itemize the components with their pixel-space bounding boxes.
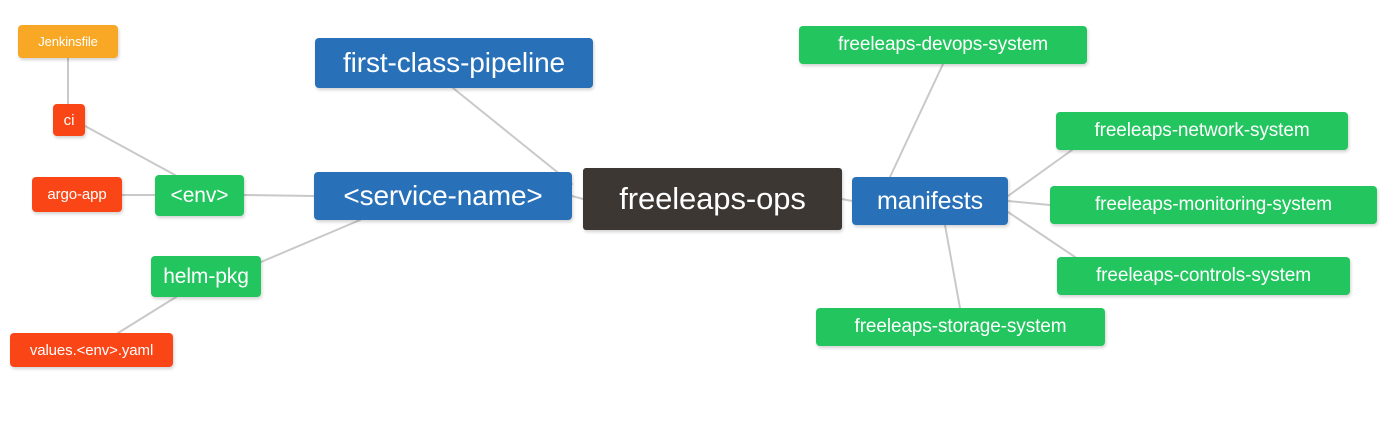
edge-service-name-to-env bbox=[243, 194, 315, 197]
node-freeleaps-ops[interactable]: freeleaps-ops bbox=[583, 168, 842, 230]
node-service-name[interactable]: <service-name> bbox=[314, 172, 572, 220]
node-manifests[interactable]: manifests bbox=[852, 177, 1008, 225]
edge-freeleaps-ops-to-service-name bbox=[571, 195, 584, 200]
edge-env-to-ci bbox=[84, 125, 176, 176]
node-freeleaps-monitoring-system[interactable]: freeleaps-monitoring-system bbox=[1050, 186, 1377, 224]
edge-manifests-to-freeleaps-storage-system bbox=[944, 224, 961, 309]
edge-service-name-to-helm-pkg bbox=[260, 219, 361, 263]
edge-service-name-to-first-class-pipeline bbox=[452, 87, 573, 185]
node-freeleaps-controls-system[interactable]: freeleaps-controls-system bbox=[1057, 257, 1350, 295]
node-ci[interactable]: ci bbox=[53, 104, 85, 136]
node-first-class-pipeline[interactable]: first-class-pipeline bbox=[315, 38, 593, 88]
node-jenkinsfile[interactable]: Jenkinsfile bbox=[18, 25, 118, 58]
node-freeleaps-network-system[interactable]: freeleaps-network-system bbox=[1056, 112, 1348, 150]
edge-helm-pkg-to-values-env-yaml bbox=[117, 296, 177, 334]
node-freeleaps-devops-system[interactable]: freeleaps-devops-system bbox=[799, 26, 1087, 64]
node-argo-app[interactable]: argo-app bbox=[32, 177, 122, 212]
node-freeleaps-storage-system[interactable]: freeleaps-storage-system bbox=[816, 308, 1105, 346]
node-helm-pkg[interactable]: helm-pkg bbox=[151, 256, 261, 297]
edge-manifests-to-freeleaps-devops-system bbox=[889, 63, 944, 178]
edge-manifests-to-freeleaps-monitoring-system bbox=[1007, 200, 1051, 206]
edge-freeleaps-ops-to-manifests bbox=[841, 198, 853, 202]
node-env[interactable]: <env> bbox=[155, 175, 244, 216]
node-values-env-yaml[interactable]: values.<env>.yaml bbox=[10, 333, 173, 367]
